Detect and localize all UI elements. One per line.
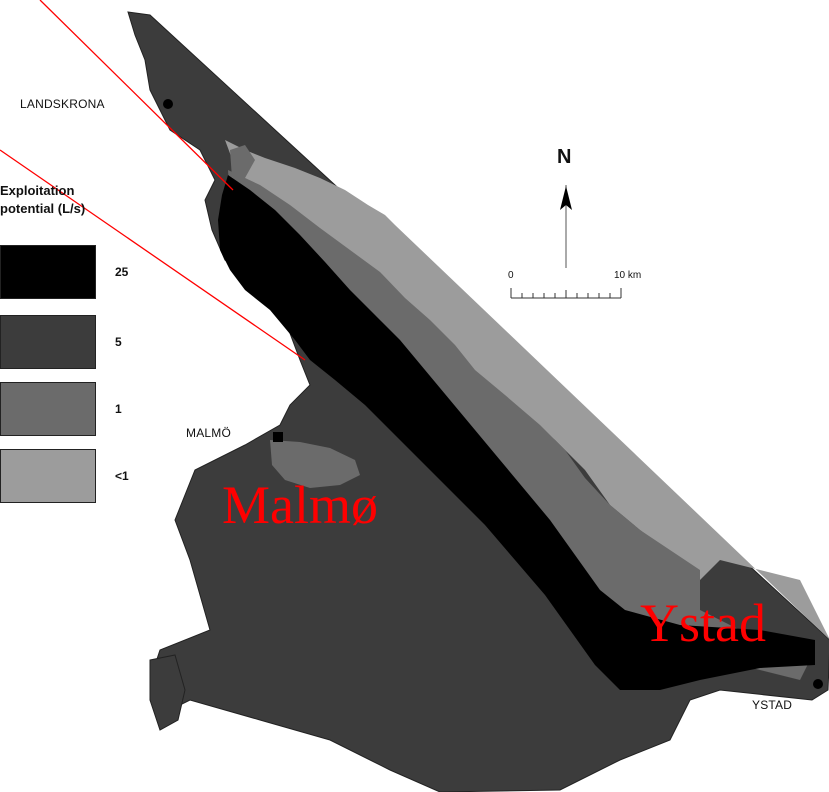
guide-line-1 (39, 0, 234, 191)
zone-lt1-malmo (270, 440, 360, 488)
scale-end-label: 10 km (614, 270, 642, 281)
scale-bar (510, 288, 622, 299)
zone-1-north (230, 145, 255, 178)
annotation-ystad: Ystad (640, 593, 766, 653)
zone-25 (218, 175, 815, 690)
malmo-label: MALMÖ (186, 426, 232, 440)
legend-title: Exploitation potential (L/s) (0, 182, 160, 218)
landskrona-marker (163, 99, 173, 109)
zone-1 (228, 170, 810, 680)
scale-start-label: 0 (508, 270, 514, 281)
legend-swatch (0, 449, 96, 503)
legend-title-line1: Exploitation (0, 183, 75, 198)
legend-value: 5 (115, 335, 122, 349)
annotation-malmo: Malmø (222, 475, 378, 535)
legend-title-line2: potential (L/s) (0, 201, 86, 216)
north-arrow-label: N (557, 146, 572, 168)
ystad-marker (813, 679, 823, 689)
guide-line-2 (0, 149, 306, 361)
north-arrow-head (560, 186, 572, 210)
landskrona-label: LANDSKRONA (20, 97, 105, 111)
legend-value: 25 (115, 265, 129, 279)
legend-value: <1 (115, 469, 129, 483)
legend-swatch (0, 315, 96, 369)
map-peninsula (149, 654, 186, 731)
legend-value: 1 (115, 402, 122, 416)
zone-lt1 (225, 140, 829, 640)
malmo-marker (273, 432, 283, 442)
legend-swatch (0, 245, 96, 299)
ystad-label: YSTAD (752, 698, 793, 712)
legend-swatch (0, 382, 96, 436)
